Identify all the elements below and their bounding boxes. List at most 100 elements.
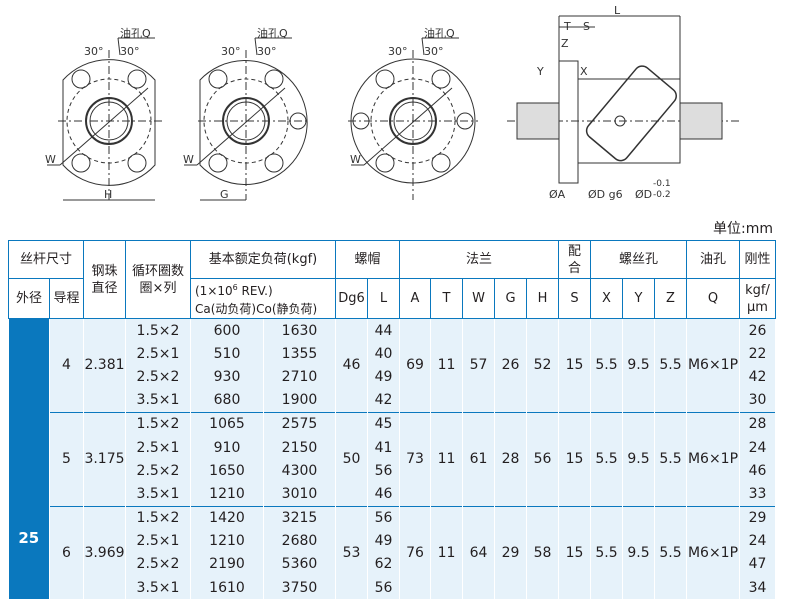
q-cell: M6×1P — [686, 318, 740, 413]
svg-text:W: W — [45, 153, 56, 166]
length-cell: 62 — [367, 552, 400, 577]
a-cell: 73 — [399, 411, 431, 506]
ball-cell: 2.381 — [83, 318, 126, 413]
cycles-cell: 3.5×1 — [125, 388, 191, 413]
lead-cell: 5 — [49, 411, 84, 506]
svg-text:L: L — [614, 4, 621, 17]
rigidity-cell: 47 — [739, 552, 776, 577]
svg-text:Z: Z — [561, 37, 569, 50]
cycles-cell: 3.5×1 — [125, 576, 191, 600]
svg-text:G: G — [220, 188, 229, 201]
svg-text:30°: 30° — [388, 45, 408, 58]
t-cell: 11 — [430, 505, 463, 600]
header-Z: Z — [654, 278, 687, 319]
ball-cell: 3.175 — [83, 411, 126, 506]
cycles-cell: 3.5×1 — [125, 482, 191, 506]
t-cell: 11 — [430, 318, 463, 413]
rigidity-cell: 28 — [739, 411, 776, 436]
flange-view-cut — [47, 37, 162, 201]
co-cell: 2710 — [263, 365, 336, 389]
header-rig-unit: kgf/μm — [739, 278, 776, 319]
rigidity-cell: 33 — [739, 482, 776, 506]
header-A: A — [399, 278, 431, 319]
a-cell: 76 — [399, 505, 431, 600]
header-nut: 螺帽 — [335, 240, 400, 279]
header-Y: Y — [622, 278, 655, 319]
dg6-cell: 46 — [335, 318, 368, 413]
header-rigidity: 刚性 — [739, 240, 776, 279]
co-cell: 3750 — [263, 576, 336, 600]
h-cell: 56 — [526, 411, 559, 506]
header-od: 外径 — [8, 278, 50, 319]
ca-cell: 2190 — [190, 552, 264, 577]
cycles-cell: 2.5×2 — [125, 552, 191, 577]
length-cell: 56 — [367, 505, 400, 530]
header-load-sub: (1×106 REV.)Ca(动负荷)Co(静负荷) — [190, 278, 336, 319]
svg-text:油孔Q: 油孔Q — [120, 26, 151, 40]
ball-cell: 3.969 — [83, 505, 126, 600]
g-cell: 29 — [494, 505, 527, 600]
ca-cell: 1210 — [190, 482, 264, 506]
x-cell: 5.5 — [590, 505, 623, 600]
rigidity-cell: 46 — [739, 459, 776, 483]
ca-cell: 600 — [190, 318, 264, 343]
length-cell: 42 — [367, 388, 400, 413]
header-bolt: 螺丝孔 — [590, 240, 687, 279]
h-cell: 58 — [526, 505, 559, 600]
co-cell: 2150 — [263, 435, 336, 460]
rigidity-cell: 29 — [739, 505, 776, 530]
header-Q: Q — [686, 278, 740, 319]
length-cell: 46 — [367, 482, 400, 506]
co-cell: 1355 — [263, 342, 336, 366]
svg-text:-0.1: -0.1 — [653, 179, 671, 189]
svg-text:ØD g6: ØD g6 — [588, 188, 623, 201]
ca-cell: 1650 — [190, 459, 264, 483]
length-cell: 56 — [367, 459, 400, 483]
cycles-cell: 2.5×1 — [125, 342, 191, 366]
ca-cell: 680 — [190, 388, 264, 413]
svg-text:30°: 30° — [84, 45, 104, 58]
cycles-cell: 2.5×1 — [125, 435, 191, 460]
length-cell: 49 — [367, 365, 400, 389]
rigidity-cell: 22 — [739, 342, 776, 366]
y-cell: 9.5 — [622, 318, 655, 413]
header-dg6: Dg6 — [335, 278, 368, 319]
outer-diameter-cell: 25 — [8, 318, 50, 600]
cycles-cell: 2.5×2 — [125, 365, 191, 389]
length-cell: 45 — [367, 411, 400, 436]
co-cell: 1630 — [263, 318, 336, 343]
length-cell: 40 — [367, 342, 400, 366]
q-cell: M6×1P — [686, 411, 740, 506]
lead-cell: 4 — [49, 318, 84, 413]
svg-text:油孔Q: 油孔Q — [257, 26, 288, 40]
dg6-cell: 50 — [335, 411, 368, 506]
ca-cell: 1420 — [190, 505, 264, 530]
a-cell: 69 — [399, 318, 431, 413]
svg-text:30°: 30° — [257, 45, 277, 58]
svg-text:W: W — [350, 153, 361, 166]
co-cell: 4300 — [263, 459, 336, 483]
header-ball: 钢珠直径 — [83, 240, 126, 319]
length-cell: 56 — [367, 576, 400, 600]
rigidity-cell: 24 — [739, 529, 776, 553]
ca-cell: 1065 — [190, 411, 264, 436]
header-H: H — [526, 278, 559, 319]
w-cell: 57 — [462, 318, 495, 413]
q-cell: M6×1P — [686, 505, 740, 600]
flange-view-round — [348, 37, 478, 200]
s-cell: 15 — [558, 411, 591, 506]
svg-text:-0.2: -0.2 — [653, 190, 671, 200]
rigidity-cell: 34 — [739, 576, 776, 600]
header-S: S — [558, 278, 591, 319]
g-cell: 26 — [494, 318, 527, 413]
flange-view-single — [184, 37, 310, 201]
length-cell: 41 — [367, 435, 400, 460]
header-X: X — [590, 278, 623, 319]
svg-text:W: W — [183, 153, 194, 166]
ca-cell: 930 — [190, 365, 264, 389]
